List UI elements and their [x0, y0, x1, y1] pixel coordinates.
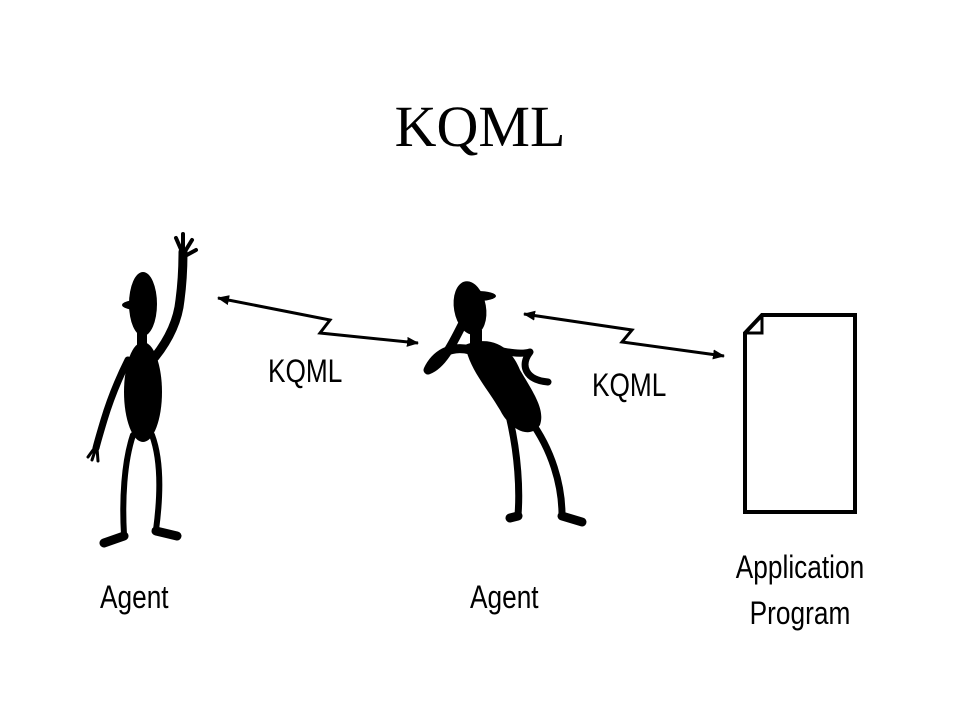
node-label-application-line1: Application [735, 549, 865, 585]
waving-agent-icon [86, 232, 198, 548]
zigzag-arrow-icon [217, 295, 419, 347]
node-label-application-line2: Program [749, 595, 851, 631]
listening-agent-icon [423, 281, 587, 527]
node-label-agent-left: Agent [100, 579, 169, 615]
zigzag-arrow-icon [523, 310, 725, 360]
document-icon [743, 313, 857, 514]
link-label-agent-program: KQML [592, 367, 667, 403]
page-title: KQML [394, 94, 566, 159]
node-label-agent-middle: Agent [470, 579, 539, 615]
link-label-agent-agent: KQML [268, 353, 343, 389]
